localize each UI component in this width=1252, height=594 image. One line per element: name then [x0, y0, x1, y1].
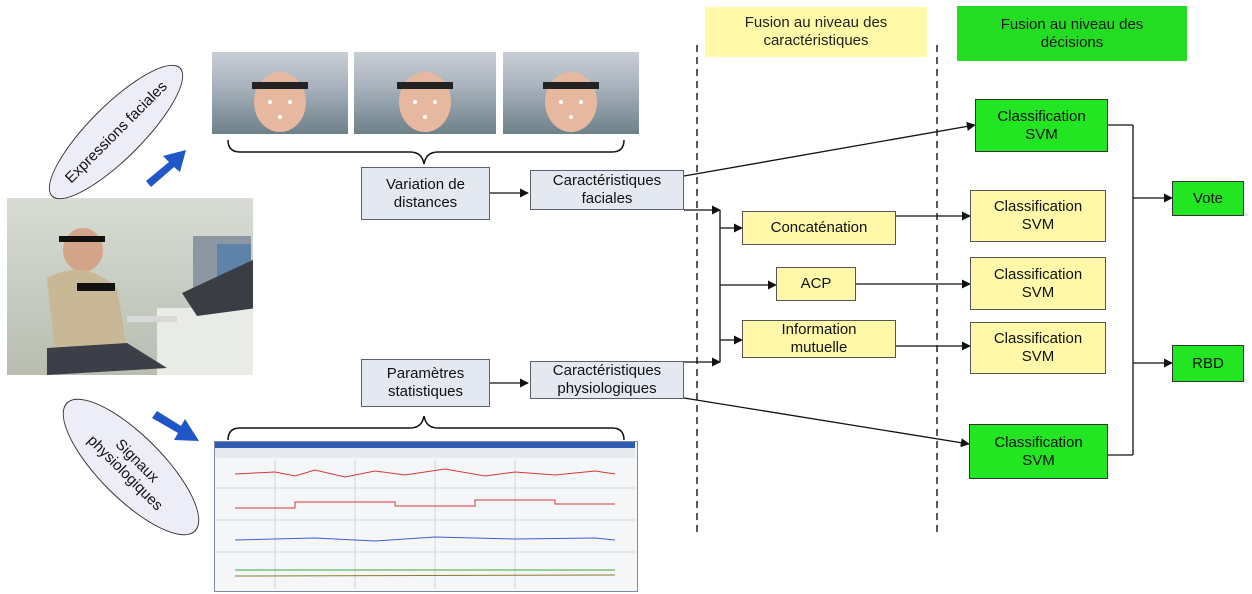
face-frame-2: [354, 52, 496, 134]
vote-box: Vote: [1172, 181, 1244, 216]
pca-box: ACP: [776, 267, 856, 301]
decision-fusion-header: Fusion au niveau des décisions: [957, 6, 1187, 61]
svm-physiological-box: Classification SVM: [969, 424, 1108, 479]
svm-mutual-information-box: Classification SVM: [970, 322, 1106, 374]
face-with-landmarks-icon: [543, 72, 599, 132]
face-with-landmarks-icon: [397, 72, 453, 132]
svm-pca-box: Classification SVM: [970, 257, 1106, 310]
physiological-features-box: Caractéristiques physiologiques: [530, 361, 684, 399]
feature-fusion-header: Fusion au niveau des caractéristiques: [705, 7, 927, 57]
svm-concatenation-box: Classification SVM: [970, 190, 1106, 242]
svm-facial-box: Classification SVM: [975, 99, 1108, 152]
statistical-parameters-box: Paramètres statistiques: [361, 359, 490, 407]
rbd-box: RBD: [1172, 345, 1244, 382]
face-frame-3: [503, 52, 639, 134]
arrow-facial-to-svm: [683, 121, 976, 177]
physiological-signal-window: [214, 441, 638, 592]
blue-arrow-down-icon: [152, 411, 199, 441]
blue-arrow-up-icon: [146, 150, 186, 187]
signal-screen-brace: [227, 415, 625, 441]
arrow-physio-to-svm: [683, 397, 970, 448]
facial-features-box: Caractéristiques faciales: [530, 170, 684, 210]
distance-variation-box: Variation de distances: [361, 167, 490, 220]
mutual-information-box: Information mutuelle: [742, 320, 896, 358]
subject-photo: [7, 198, 253, 375]
face-frames-brace: [227, 139, 625, 165]
face-with-landmarks-icon: [252, 72, 308, 132]
concatenation-box: Concaténation: [742, 211, 896, 245]
signal-plot-icon: [215, 442, 635, 589]
person-at-laptop-icon: [47, 228, 253, 375]
face-frame-1: [212, 52, 348, 134]
